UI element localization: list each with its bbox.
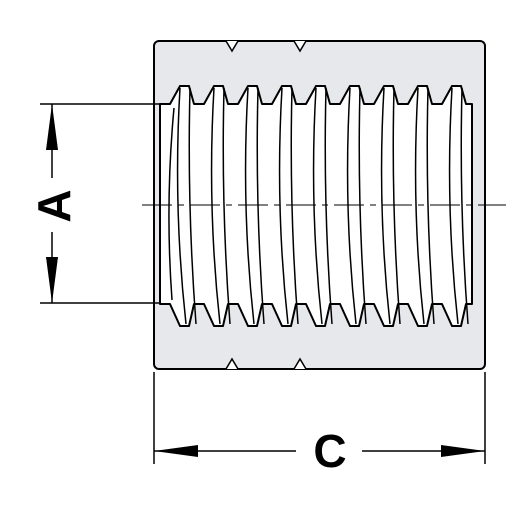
dimension-a: A — [28, 103, 160, 304]
thread-root-line — [426, 87, 435, 325]
dim-a-label: A — [28, 189, 80, 222]
thread-root-line — [324, 87, 333, 325]
thread-root-line — [222, 87, 231, 325]
dim-c-arrow-right — [441, 445, 485, 457]
thread-root-line — [256, 87, 265, 325]
bottom-notch-right — [293, 357, 307, 370]
thread-root-line — [392, 87, 401, 325]
thread-crest-line — [346, 87, 357, 325]
thread-crest-line — [278, 87, 289, 325]
thread-root-line — [460, 87, 469, 325]
bore-shape — [159, 85, 473, 327]
thread-root-line — [358, 87, 367, 325]
thread-lines — [168, 87, 469, 325]
thread-crest-line — [244, 87, 255, 325]
thread-crest-line — [448, 87, 459, 325]
dim-c-arrow-left — [154, 445, 198, 457]
top-notch-right — [293, 40, 307, 53]
thread-crest-line — [380, 87, 391, 325]
top-notch-left — [225, 40, 239, 53]
bottom-notch-left — [225, 357, 239, 370]
dim-a-arrow-bottom — [46, 257, 58, 303]
thread-root-line — [290, 87, 299, 325]
thread-crest-line — [414, 87, 425, 325]
thread-crest-line — [168, 107, 175, 301]
dimension-c: C — [153, 372, 486, 477]
thread-crest-line — [312, 87, 323, 325]
threaded-bore — [159, 85, 473, 327]
thread-crest-line — [176, 87, 187, 325]
dim-c-label: C — [313, 425, 346, 477]
thread-root-line — [188, 87, 197, 325]
dim-a-arrow-top — [46, 104, 58, 150]
thread-crest-line — [210, 87, 221, 325]
